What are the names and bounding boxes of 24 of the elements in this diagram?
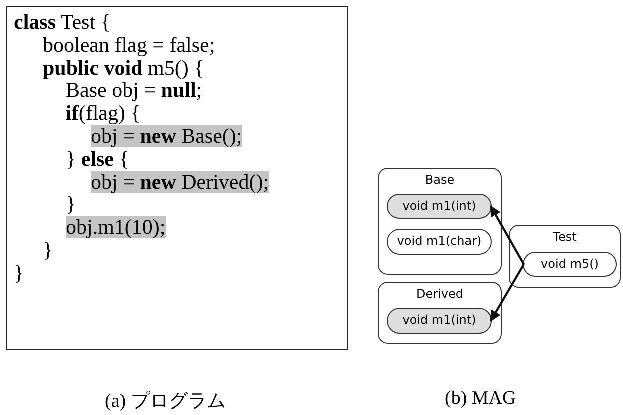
method-pill: void m1(int): [387, 194, 492, 219]
class-name: Derived: [416, 287, 464, 301]
code-line: class Test {: [14, 11, 111, 33]
class-box: [509, 225, 621, 288]
arrow: [490, 264, 525, 322]
code-line: boolean flag = false;: [43, 34, 216, 56]
arrow: [490, 206, 525, 266]
class-box: [378, 168, 502, 275]
subfigure-caption: (b) MAG: [445, 388, 516, 410]
class-name: Test: [552, 230, 578, 244]
class-box: [378, 282, 502, 344]
code-line: }: [66, 193, 76, 216]
code-line: Base obj = null;: [66, 79, 202, 102]
code-line: }: [43, 239, 54, 261]
method-pill: void m5(): [523, 252, 617, 277]
code-line: public void m5() {: [43, 56, 204, 79]
code-line: }: [14, 262, 24, 284]
method-pill: void m1(int): [387, 308, 492, 334]
code-listing-box: [6, 6, 348, 350]
subfigure-caption: (a) プログラム: [105, 390, 226, 414]
code-line: } else {: [66, 148, 130, 170]
class-name: Base: [424, 173, 456, 187]
method-pill: void m1(char): [387, 229, 492, 255]
code-line: if(flag) {: [66, 102, 141, 124]
